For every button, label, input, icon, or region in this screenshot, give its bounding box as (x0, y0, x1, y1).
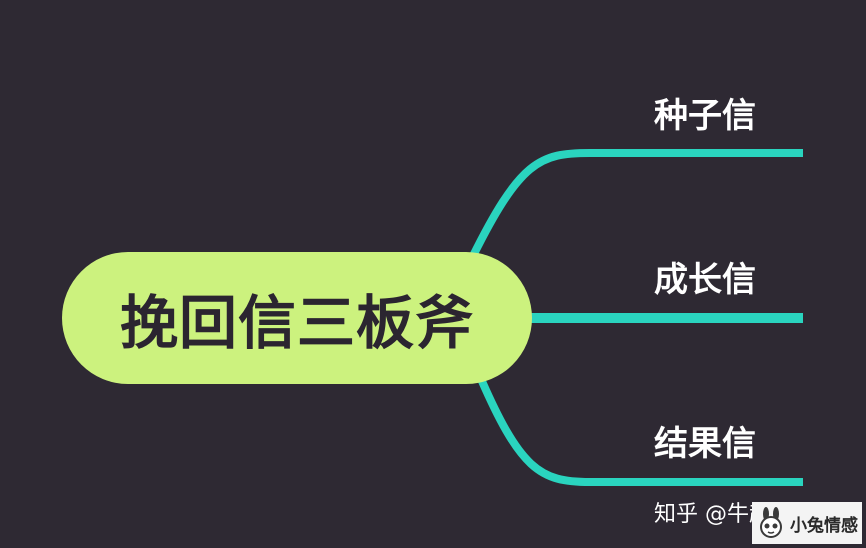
rabbit-logo-icon (760, 507, 782, 538)
root-node: 挽回信三板斧 (62, 252, 532, 384)
branch-label-seed: 种子信 (654, 96, 756, 136)
root-label: 挽回信三板斧 (119, 289, 474, 357)
branch-label-result: 结果信 (654, 424, 756, 464)
connector-bottom (474, 370, 803, 486)
logo-badge: 小兔情感 (752, 502, 862, 544)
branch-label-growth: 成长信 (654, 260, 756, 300)
logo-text: 小兔情感 (790, 515, 858, 536)
connector-top (466, 149, 803, 264)
